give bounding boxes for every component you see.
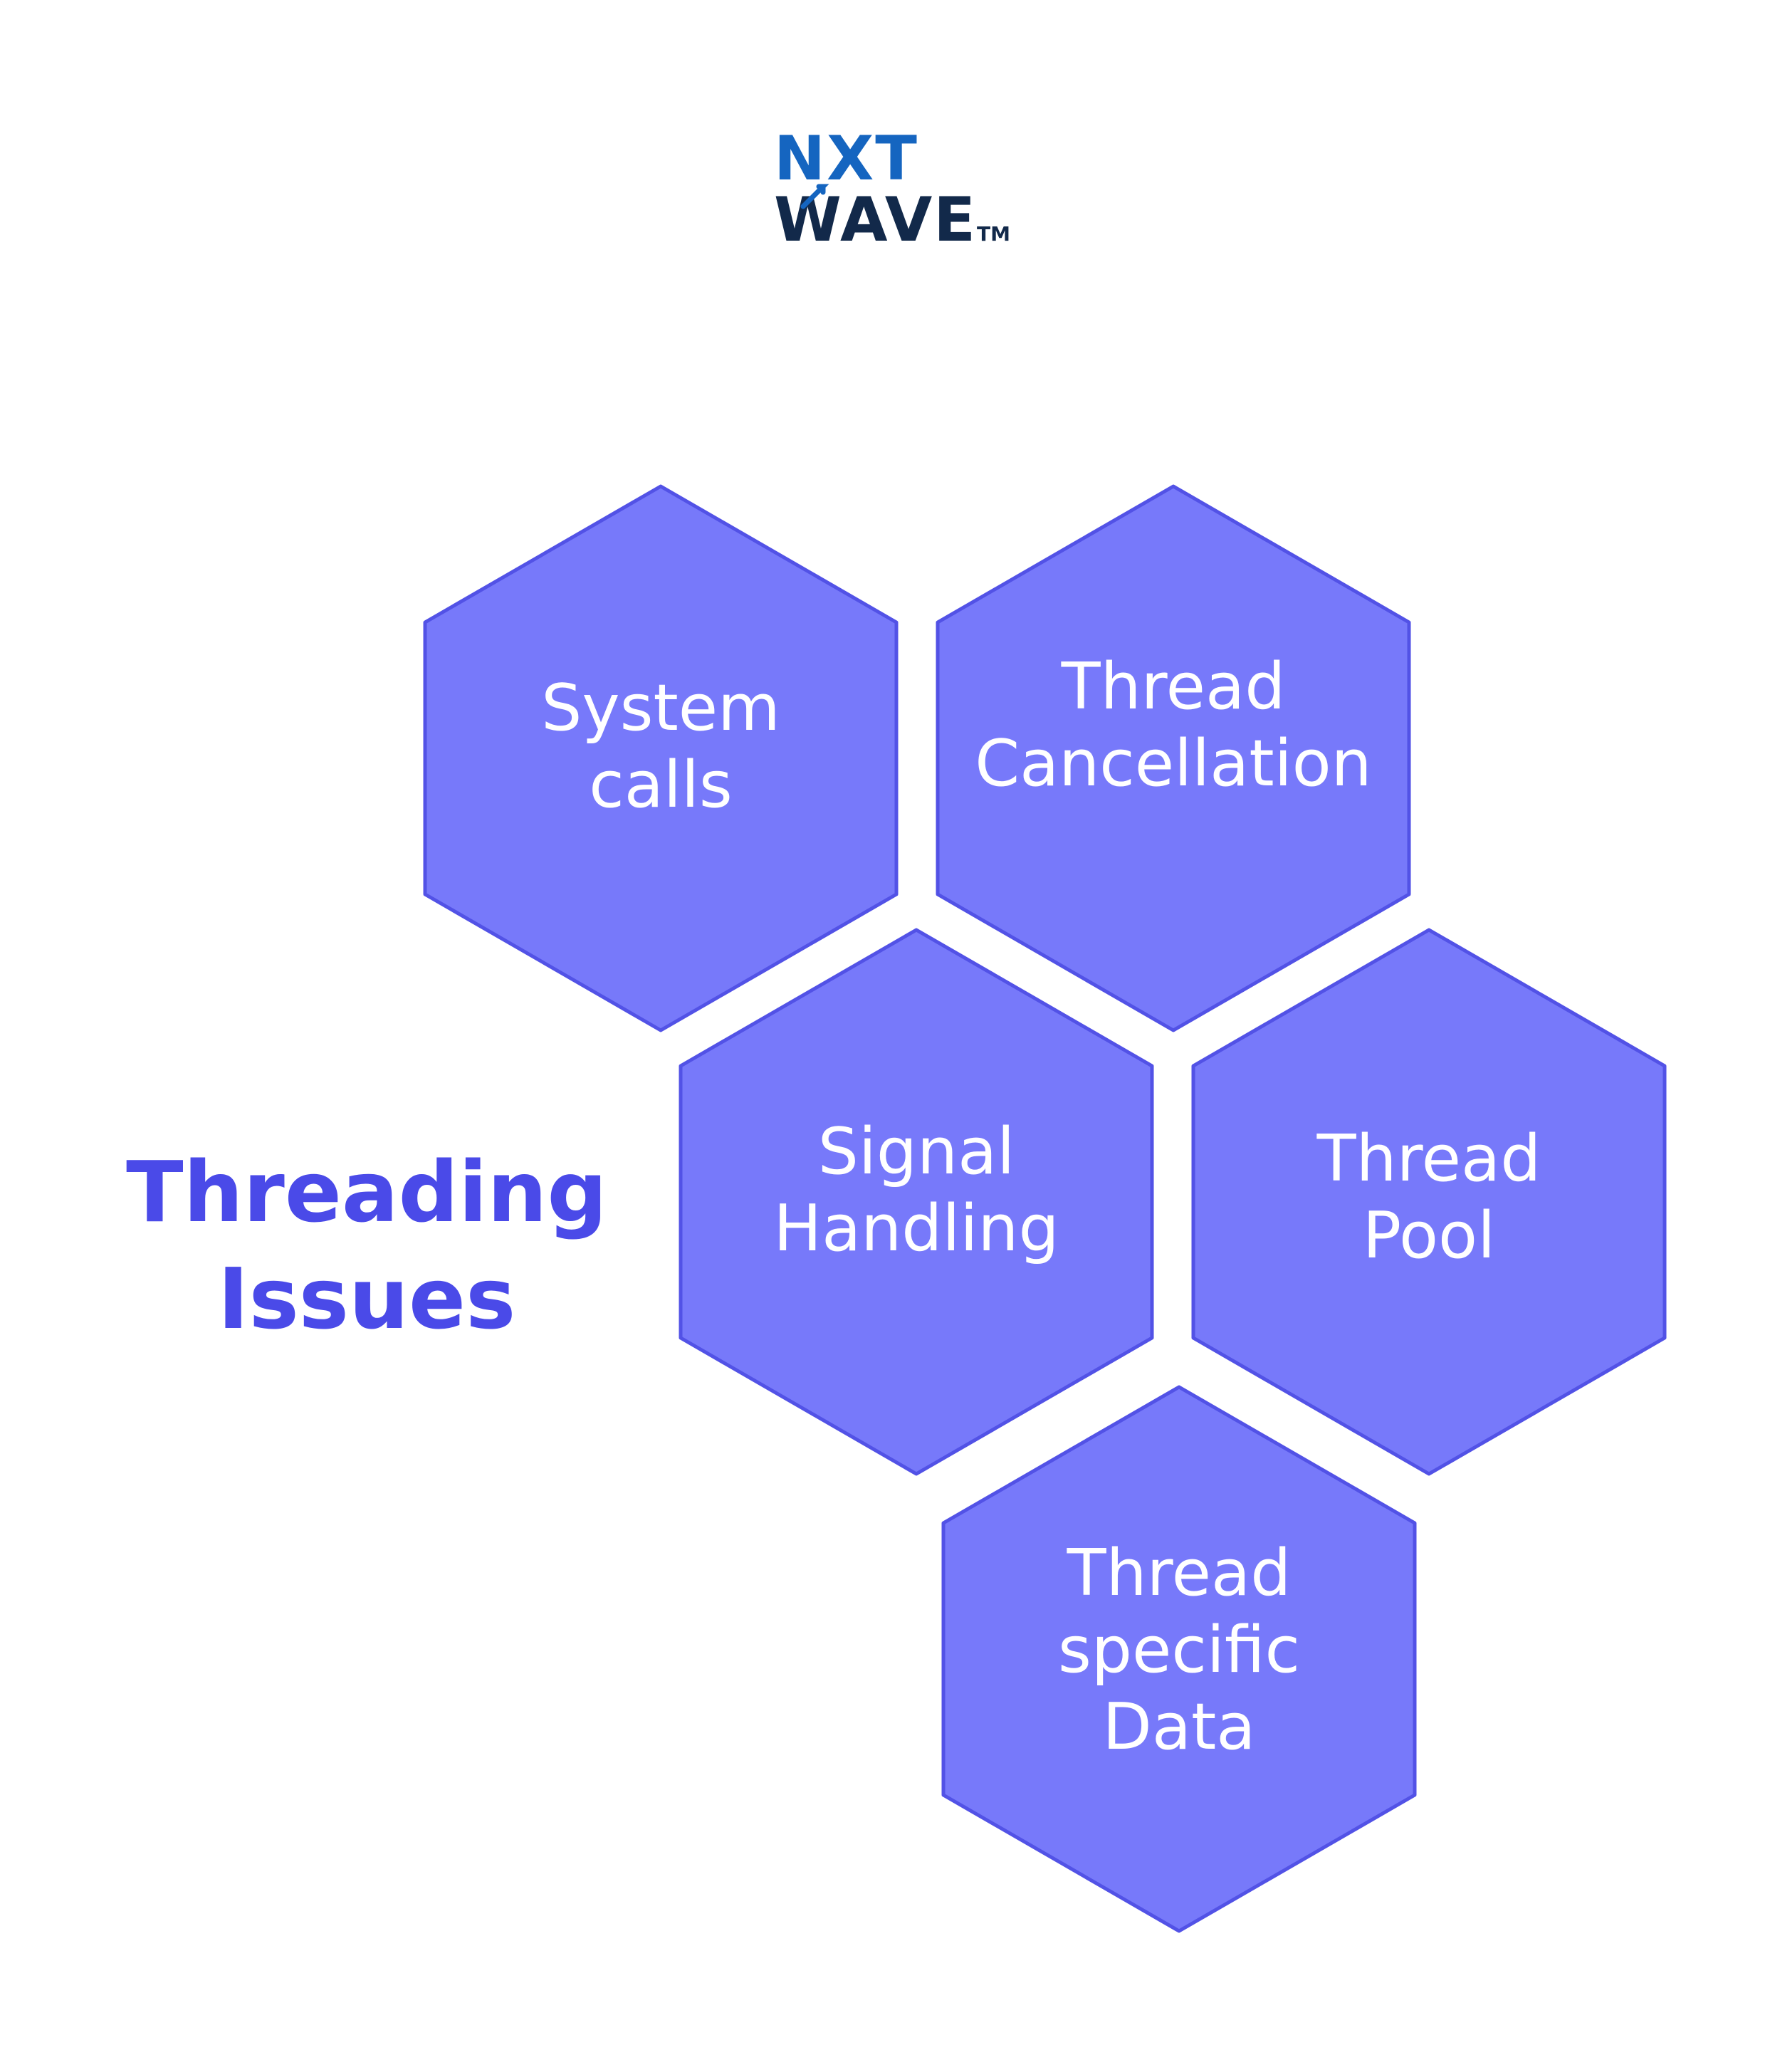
hexagon-shape — [679, 928, 1154, 1476]
logo-trademark: TM — [977, 222, 1010, 246]
hexagon-shape — [936, 484, 1411, 1032]
hexagon-label-line: Data — [1103, 1690, 1256, 1764]
hexagon-label-line: System — [541, 671, 780, 745]
hexagon-label-line: Handling — [773, 1191, 1059, 1266]
hexagon-label-line: Cancellation — [975, 726, 1371, 801]
diagram-title: Threading Issues — [126, 1143, 607, 1348]
logo-text-nxt: NXT — [774, 123, 918, 194]
hexagon-shape — [423, 484, 899, 1032]
hexagon-label-line: Thread — [1316, 1121, 1541, 1196]
title-line-issues: Issues — [218, 1250, 516, 1348]
hexagon-shape — [1191, 928, 1667, 1476]
hexagon-label-line: specific — [1058, 1613, 1300, 1688]
hexagon-label-line: Signal — [818, 1114, 1015, 1189]
hexagon-label-line: Thread — [1061, 649, 1286, 724]
logo-text-wave: WAVE — [774, 184, 977, 256]
hexagon-label-line: Pool — [1363, 1198, 1495, 1273]
hexagon-shape — [941, 1385, 1417, 1933]
title-line-threading: Threading — [126, 1143, 607, 1241]
hexagon-label-line: Thread — [1067, 1536, 1292, 1611]
nxtwave-logo: NXT WAVE TM — [774, 123, 1010, 256]
logo-arrow-icon — [800, 184, 829, 209]
hexagon-label-line: calls — [589, 748, 733, 822]
